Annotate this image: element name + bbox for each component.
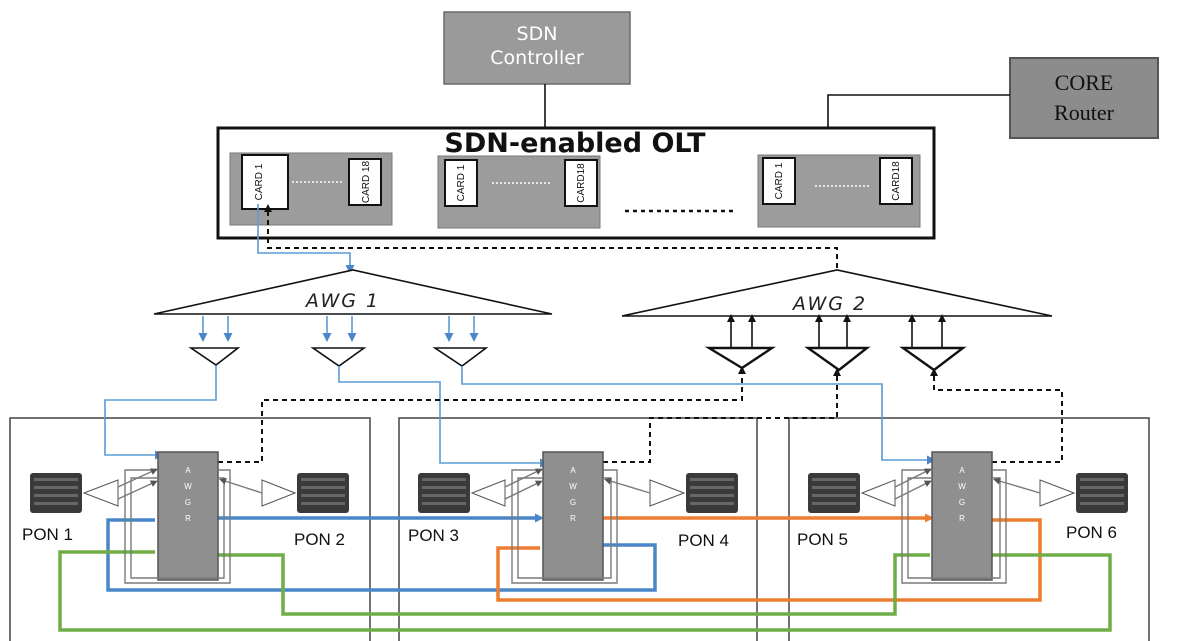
svg-text:W: W: [958, 482, 966, 491]
svg-text:R: R: [185, 514, 191, 523]
server-icon-pon2: [219, 473, 349, 513]
card-label: CARD 1: [774, 162, 785, 199]
svg-text:A: A: [959, 466, 965, 475]
server-icon-pon6: [993, 473, 1128, 513]
awg2-input-arrows: [727, 314, 946, 348]
svg-text:R: R: [959, 514, 965, 523]
server-icon-pon1: [30, 468, 158, 513]
card-label: CARD 1: [456, 164, 467, 201]
awg2-label: AWG 2: [791, 293, 867, 315]
orange-ring-link: [496, 518, 1042, 602]
svg-text:A: A: [185, 466, 191, 475]
awgr-3: A W G R: [931, 451, 993, 581]
core-label-line2: Router: [1054, 100, 1115, 125]
awg1-output-arrows: [198, 316, 479, 342]
controller-label-line1: SDN: [517, 23, 558, 45]
pon-label-1: PON 1: [22, 525, 73, 544]
card-label: CARD 18: [361, 160, 372, 203]
awgr-1: A W G R: [157, 451, 219, 581]
awg1-label: AWG 1: [304, 290, 380, 312]
core-router-box: CORE Router: [1009, 57, 1159, 139]
pon-label-5: PON 5: [797, 530, 848, 549]
green-inner-link: [218, 553, 930, 616]
awg2-combiners: [704, 346, 967, 372]
olt-title: SDN-enabled OLT: [444, 128, 706, 159]
server-icon-pon5: [808, 468, 932, 513]
pon-label-4: PON 4: [678, 531, 729, 550]
green-outer-link: [58, 550, 1112, 632]
awgr1-combiner-uplink: [218, 366, 746, 463]
card-group-1: CARD 1 CARD 18: [229, 152, 393, 226]
svg-text:G: G: [570, 498, 576, 507]
olt-awg1-downlink: [257, 204, 355, 274]
awgr2-combiner-uplink: [603, 368, 841, 463]
awg2-olt-uplink: [264, 204, 838, 268]
splitter-awgr1-downlink: [104, 366, 217, 460]
svg-text:W: W: [569, 482, 577, 491]
awg-2: AWG 2: [621, 269, 1053, 317]
svg-text:R: R: [570, 514, 576, 523]
card-label: CARD18: [891, 161, 902, 201]
card-group-2: CARD 1 CARD18: [437, 155, 601, 229]
blue-ring-link: [106, 518, 657, 592]
server-icon-pon4: [604, 473, 738, 513]
awgr3-combiner-uplink: [930, 368, 1063, 463]
sdn-controller-box: SDN Controller: [443, 11, 631, 85]
server-icon-pon3: [418, 468, 543, 513]
pon-label-6: PON 6: [1066, 523, 1117, 542]
core-olt-link: [827, 94, 1010, 128]
awg1-splitters: [188, 347, 489, 367]
card-group-3: CARD 1 CARD18: [757, 154, 921, 228]
splitter-awgr2-downlink: [338, 366, 549, 468]
pon-label-2: PON 2: [294, 530, 345, 549]
pon-label-3: PON 3: [408, 526, 459, 545]
svg-text:A: A: [570, 466, 576, 475]
card-label: CARD18: [576, 163, 587, 203]
sdn-enabled-olt: SDN-enabled OLT CARD 1 CARD 18 CARD 1 CA…: [216, 126, 936, 240]
svg-text:G: G: [185, 498, 191, 507]
awgr-2: A W G R: [542, 451, 604, 581]
core-label-line1: CORE: [1055, 70, 1114, 95]
svg-text:G: G: [959, 498, 965, 507]
controller-label-line2: Controller: [490, 47, 584, 69]
svg-text:W: W: [184, 482, 192, 491]
splitter-awgr3-downlink: [461, 366, 936, 465]
card-label: CARD 1: [254, 163, 265, 200]
awg-1: AWG 1: [153, 269, 553, 315]
